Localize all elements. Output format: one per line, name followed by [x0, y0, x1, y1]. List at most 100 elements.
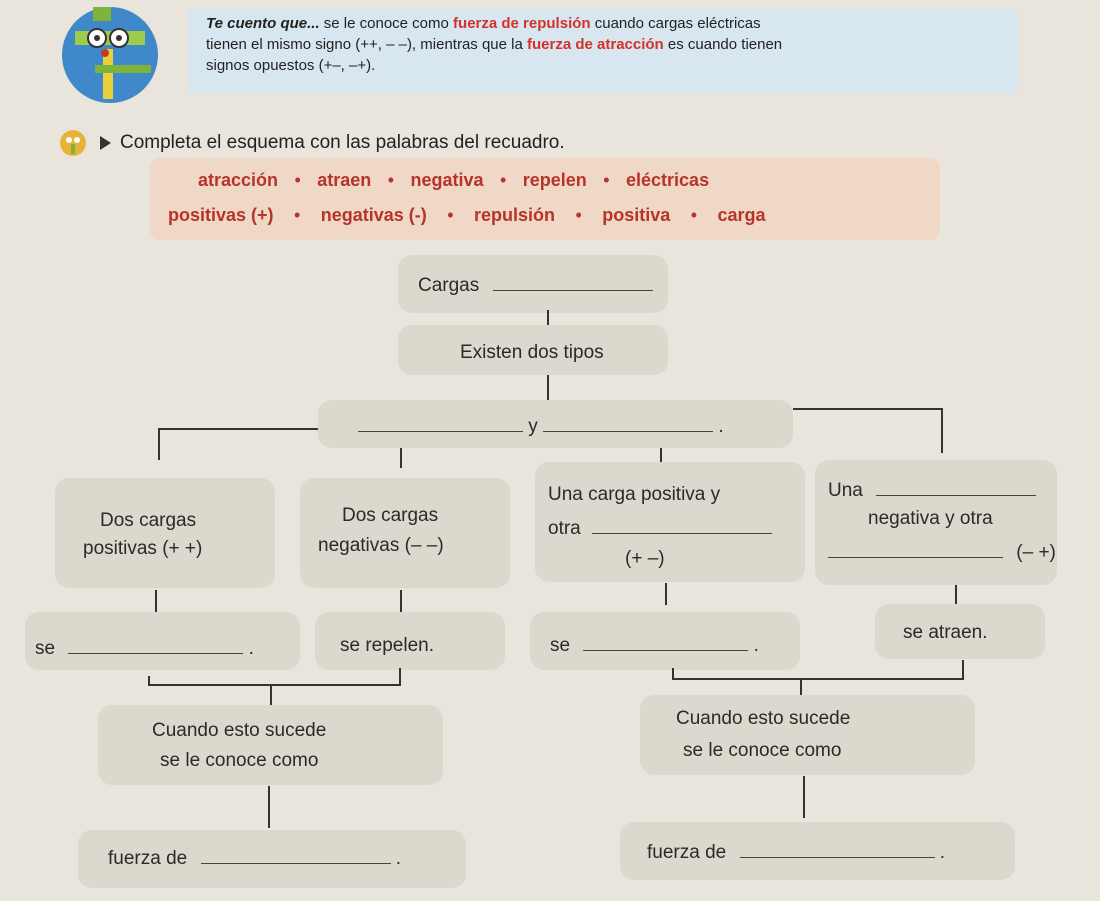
info-highlight-attraction: fuerza de atracción — [527, 36, 664, 53]
existen-box — [398, 325, 668, 375]
word-electricas: eléctricas — [626, 170, 710, 190]
case-2-line-2: negativas (– –) — [318, 535, 444, 556]
connector — [672, 678, 964, 680]
una-text: Una — [828, 480, 863, 501]
word-bank-row-2: positivas (+) • negativas (-) • repulsió… — [168, 205, 766, 226]
connector — [665, 583, 667, 605]
word-positivas: positivas (+) — [168, 205, 274, 225]
fuerza-de-text: fuerza de — [647, 842, 727, 863]
case-4-line-1: Una — [828, 480, 1037, 502]
connector — [793, 408, 943, 410]
connector — [148, 676, 150, 686]
fuerza-left-box — [78, 830, 466, 888]
word-separator: • — [294, 170, 301, 190]
result-4-box — [875, 604, 1045, 659]
existen-label: Existen dos tipos — [460, 342, 604, 363]
connector — [399, 668, 401, 686]
case-2-line-1: Dos cargas — [342, 505, 439, 526]
blank-result-1[interactable] — [68, 653, 244, 654]
result-4: se atraen. — [903, 622, 988, 643]
case-3-line-3: (+ –) — [625, 548, 665, 569]
fuerza-de-text: fuerza de — [108, 848, 188, 869]
types-label: y . — [358, 416, 724, 438]
case-3-line-1: Una carga positiva y — [548, 484, 721, 505]
connector — [158, 428, 160, 460]
blank-case-4a[interactable] — [876, 495, 1037, 496]
info-highlight-repulsion: fuerza de repulsión — [453, 15, 591, 32]
connector — [962, 660, 964, 680]
case-4-line-2: negativa y otra — [868, 508, 993, 529]
mascot-icon — [55, 5, 165, 105]
cargas-text: Cargas — [418, 275, 480, 296]
case-1-line-2: positivas (+ +) — [83, 538, 203, 559]
fuerza-right-box — [620, 822, 1015, 880]
word-atraccion: atracción — [198, 170, 279, 190]
word-repelen: repelen — [522, 170, 587, 190]
blank-case-3[interactable] — [592, 533, 773, 534]
info-text-1: se le conoce como — [319, 15, 454, 32]
cargas-label: Cargas — [418, 275, 653, 297]
case-2-box — [300, 478, 510, 588]
result-1: se . — [35, 638, 254, 660]
connector — [660, 448, 662, 463]
info-line-2b: es cuando tienen — [663, 36, 783, 53]
types-box — [318, 400, 793, 448]
blank-fuerza-left[interactable] — [200, 863, 391, 864]
blank-result-3[interactable] — [583, 650, 749, 651]
case-1-line-1: Dos cargas — [100, 510, 197, 531]
case-3-box — [535, 462, 805, 582]
connector — [547, 310, 549, 330]
word-separator: • — [500, 170, 507, 190]
word-positiva: positiva — [602, 205, 671, 225]
connector — [800, 678, 802, 696]
word-separator: • — [447, 205, 454, 225]
cuando-right-line-2: se le conoce como — [683, 740, 842, 761]
period: . — [248, 638, 254, 659]
cuando-left-line-1: Cuando esto sucede — [152, 720, 327, 741]
otra-text: otra — [548, 518, 581, 539]
y-text: y — [528, 416, 538, 437]
info-line-2a: tienen el mismo signo (++, – –), mientra… — [206, 36, 527, 53]
connector — [158, 428, 318, 430]
word-atraen: atraen — [317, 170, 372, 190]
result-2-box — [315, 612, 505, 670]
instruction: Completa el esquema con las palabras del… — [120, 132, 565, 153]
cuando-right-box — [640, 695, 975, 775]
info-text: Te cuento que... se le conoce como fuerz… — [206, 13, 1006, 76]
connector — [955, 585, 957, 607]
word-negativa: negativa — [410, 170, 484, 190]
connector — [268, 786, 270, 828]
word-bank — [150, 158, 940, 240]
word-separator: • — [387, 170, 395, 190]
result-1-box — [25, 612, 300, 670]
info-box — [188, 8, 1018, 94]
blank-fuerza-right[interactable] — [739, 857, 935, 858]
case-4-signs: (– +) — [1016, 542, 1056, 563]
connector — [400, 590, 402, 612]
fuerza-left: fuerza de . — [108, 848, 401, 870]
word-bank-row-1: atracción • atraen • negativa • repelen … — [198, 170, 709, 191]
blank-case-4b[interactable] — [828, 557, 1003, 558]
info-line-3: signos opuestos (+–, –+). — [206, 57, 376, 74]
cargas-box — [398, 255, 668, 313]
result-3: se . — [550, 635, 759, 657]
case-1-box — [55, 478, 275, 588]
word-carga: carga — [717, 205, 766, 225]
blank-type-2[interactable] — [543, 431, 714, 432]
connector — [672, 668, 674, 680]
blank-type-1[interactable] — [358, 431, 523, 432]
connector — [941, 408, 943, 453]
word-separator: • — [690, 205, 698, 225]
result-3-box — [530, 612, 800, 670]
result-2: se repelen. — [340, 635, 435, 656]
connector — [547, 375, 549, 403]
connector — [155, 590, 157, 612]
small-mascot-icon — [58, 128, 88, 158]
info-text-2: cuando cargas eléctricas — [590, 15, 761, 32]
word-separator: • — [575, 205, 582, 225]
connector — [400, 448, 402, 468]
blank-cargas[interactable] — [492, 290, 653, 291]
case-4-line-3: (– +) — [828, 542, 1056, 564]
case-4-box — [815, 460, 1057, 585]
word-repulsion: repulsión — [474, 205, 556, 225]
